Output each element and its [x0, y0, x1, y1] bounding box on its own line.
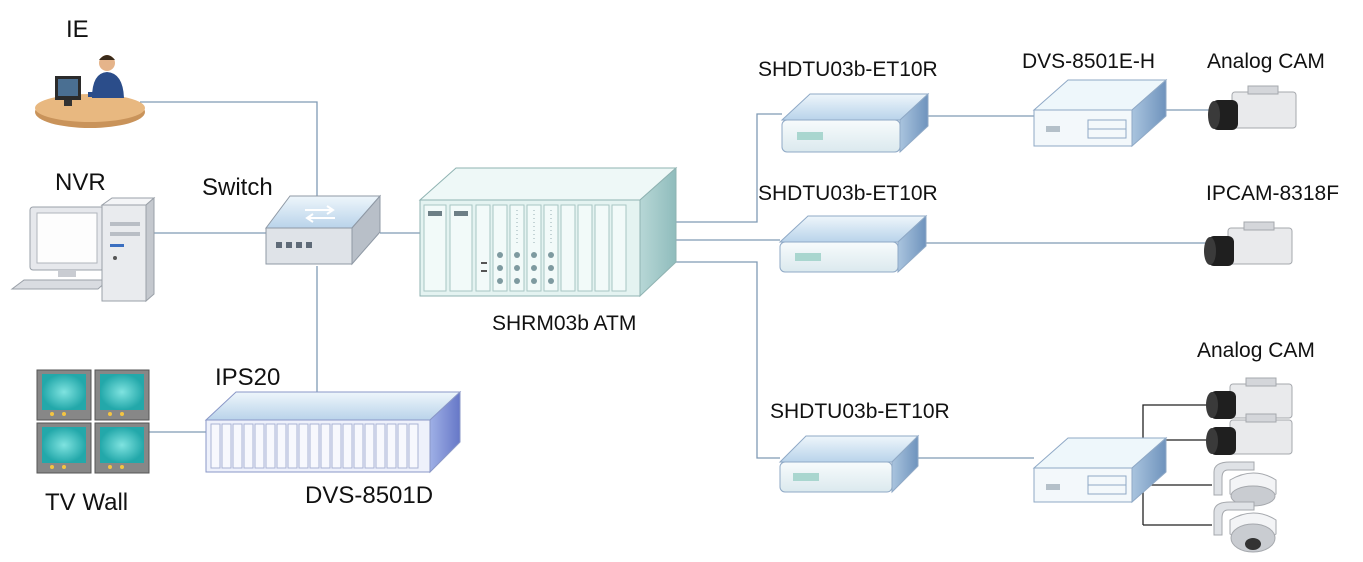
label-shdtu-top: SHDTU03b-ET10R: [758, 58, 938, 81]
modem-bottom-icon: [778, 434, 920, 494]
label-ipcam-8318f: IPCAM-8318F: [1206, 182, 1339, 205]
atm-modem-top-link: [676, 113, 782, 223]
monitor-wall-icon: [36, 369, 150, 474]
label-nvr: NVR: [55, 169, 106, 196]
encoder-top-icon: [1032, 78, 1168, 148]
connection-lines: [140, 101, 1212, 526]
label-dvs-8501e-h: DVS-8501E-H: [1022, 50, 1155, 73]
modem-mid-icon: [778, 214, 928, 274]
label-analog-cam-top: Analog CAM: [1207, 50, 1325, 73]
analog-camera-bottom-1-icon: [1206, 377, 1293, 419]
labels: IE NVR Switch IPS20 TV Wall DVS-8501D SH…: [45, 16, 1339, 516]
modem-top-icon: [780, 92, 930, 154]
label-tv-wall: TV Wall: [45, 489, 128, 516]
label-shrm03b-atm: SHRM03b ATM: [492, 312, 636, 335]
label-shdtu-bottom: SHDTU03b-ET10R: [770, 400, 950, 423]
speed-dome-1-icon: [1213, 461, 1277, 507]
encoder-bottom-icon: [1032, 436, 1168, 504]
atm-chassis-icon: [418, 166, 678, 298]
nvr-computer-icon: [10, 196, 156, 303]
label-ie: IE: [66, 16, 89, 43]
label-dvs-8501d: DVS-8501D: [305, 482, 433, 509]
analog-camera-top-icon: [1208, 85, 1297, 130]
label-ips20: IPS20: [215, 364, 280, 391]
atm-modem-bottom-link: [676, 261, 780, 459]
ipcam-8318f-icon: [1204, 221, 1293, 266]
ips20-rack-icon: [204, 390, 462, 474]
network-switch-icon: [265, 194, 382, 266]
ie-operator-icon: [35, 55, 145, 128]
label-switch: Switch: [202, 174, 273, 201]
label-shdtu-mid: SHDTU03b-ET10R: [758, 182, 938, 205]
analog-camera-bottom-2-icon: [1206, 413, 1293, 455]
label-analog-cam-bottom: Analog CAM: [1197, 339, 1315, 362]
ie-switch-link: [140, 101, 318, 196]
speed-dome-2-icon: [1213, 501, 1277, 553]
